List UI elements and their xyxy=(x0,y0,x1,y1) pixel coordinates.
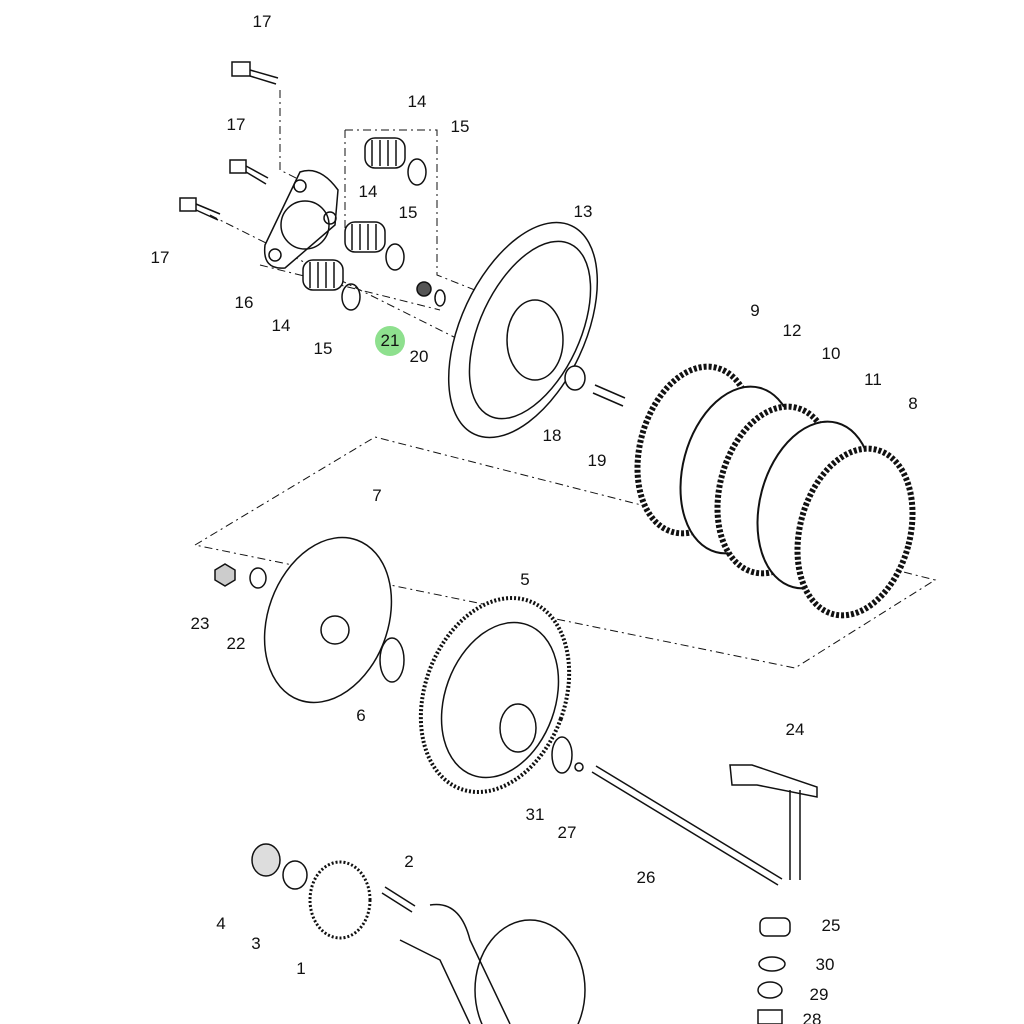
part-label-15: 15 xyxy=(398,203,418,222)
part-label-23: 23 xyxy=(190,614,210,633)
part-label-9: 9 xyxy=(750,301,760,320)
part-label-22: 22 xyxy=(226,634,246,653)
part-label-2: 2 xyxy=(404,852,414,871)
spring-icon xyxy=(302,137,406,291)
clutch-boss xyxy=(447,221,599,439)
part-label-18: 18 xyxy=(542,426,562,445)
part-label-17: 17 xyxy=(150,248,170,267)
part-label-10: 10 xyxy=(821,344,841,363)
part-label-25: 25 xyxy=(821,916,841,935)
part-label-13: 13 xyxy=(573,202,593,221)
part-label-4: 4 xyxy=(216,914,226,933)
part-label-7: 7 xyxy=(372,486,382,505)
part-label-21: 21 xyxy=(380,331,400,350)
part-label-28: 28 xyxy=(802,1010,822,1024)
part-label-16: 16 xyxy=(234,293,254,312)
part-label-26: 26 xyxy=(636,868,656,887)
part-label-24: 24 xyxy=(785,720,805,739)
part-label-17: 17 xyxy=(252,12,272,31)
part-label-5: 5 xyxy=(520,570,530,589)
bolt-icon xyxy=(179,61,279,221)
part-label-15: 15 xyxy=(450,117,470,136)
pressure-plate xyxy=(263,169,339,269)
part-label-30: 30 xyxy=(815,955,835,974)
part-label-31: 31 xyxy=(525,805,545,824)
part-label-27: 27 xyxy=(557,823,577,842)
part-label-6: 6 xyxy=(356,706,366,725)
part-label-12: 12 xyxy=(782,321,802,340)
part-label-29: 29 xyxy=(809,985,829,1004)
part-label-15: 15 xyxy=(313,339,333,358)
clutch-housing xyxy=(418,596,572,794)
part-label-20: 20 xyxy=(409,347,429,366)
washer-icon xyxy=(341,158,427,311)
part-label-1: 1 xyxy=(296,959,306,978)
part-label-17: 17 xyxy=(226,115,246,134)
part-label-11: 11 xyxy=(864,370,882,389)
part-label-14: 14 xyxy=(271,316,291,335)
part-label-3: 3 xyxy=(251,934,261,953)
part-label-19: 19 xyxy=(587,451,607,470)
highlight-marker xyxy=(375,326,405,356)
part-label-14: 14 xyxy=(407,92,427,111)
clutch-plates xyxy=(634,363,916,619)
part-label-14: 14 xyxy=(358,182,378,201)
part-label-8: 8 xyxy=(908,394,918,413)
